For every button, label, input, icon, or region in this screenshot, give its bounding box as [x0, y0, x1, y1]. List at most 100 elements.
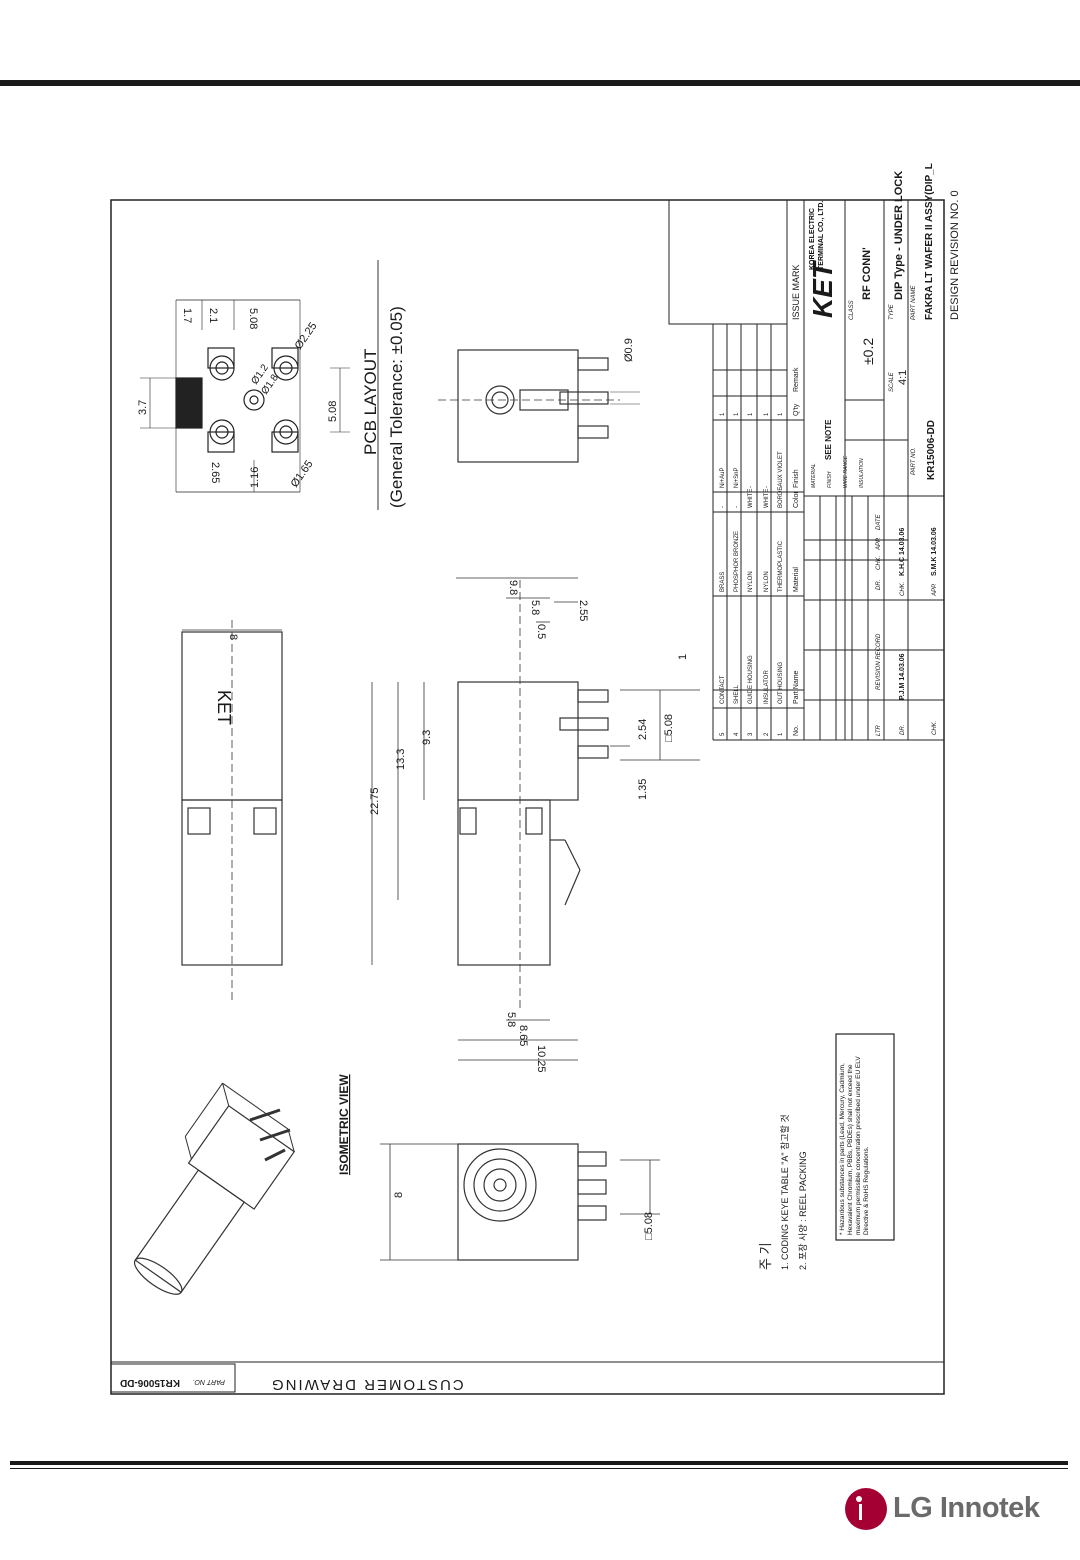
- type-value: DIP Type - UNDER LOCK: [893, 171, 905, 300]
- material-label: MATERIAL: [811, 463, 817, 488]
- issue-mark: ISSUE MARK: [791, 264, 801, 320]
- rohs-note: * Hazardous substances in parts (Lead, M…: [839, 1056, 870, 1235]
- pcb-dim-2-1: 2.1: [207, 308, 219, 323]
- bom-header-0: No.: [793, 725, 800, 736]
- pcb-dim-1-7: 1.7: [181, 308, 193, 323]
- bom-cell-r2-c1: GUIDE HOUSING: [748, 655, 754, 704]
- title-block: [668, 199, 945, 741]
- dim-top-8: 8: [227, 634, 239, 640]
- bom-cell-r2-c0: 3: [748, 732, 754, 736]
- bom-cell-r4-c5: 1: [778, 412, 784, 416]
- wire-range-label: WIRE RANGE: [843, 455, 849, 488]
- finish-value: SEE NOTE: [824, 419, 833, 460]
- part-no-box: [110, 1363, 236, 1393]
- pcb-layout: [140, 299, 350, 493]
- bom-cell-r3-c0: 2: [764, 732, 770, 736]
- scale-label: SCALE: [889, 371, 895, 392]
- bom-cell-r0-c0: 5: [720, 732, 726, 736]
- dim-front-8: 8: [393, 1192, 405, 1198]
- bom-cell-r2-c4: -: [748, 486, 754, 488]
- dim-1-35: 1.35: [637, 779, 649, 800]
- dim-9-3: 9.3: [421, 730, 433, 745]
- pcb-dim-5-08a: 5.08: [247, 308, 259, 329]
- bom-cell-r2-c5: 1: [748, 412, 754, 416]
- bom-cell-r0-c3: -: [720, 506, 726, 508]
- part-no-value: KR15006-DD: [120, 1377, 180, 1388]
- isometric-view: [133, 1082, 296, 1295]
- notes-line1: 1. CODING KEYE TABLE "A" 참고할 것: [780, 1114, 790, 1270]
- rev-dr: DR.: [876, 580, 882, 590]
- pcb-dim-5-08b: 5.08: [327, 401, 339, 422]
- rohs-box: [835, 1033, 895, 1241]
- class-value: RF CONN': [861, 247, 873, 300]
- tolerance: ±0.2: [860, 338, 876, 365]
- dim-2-54: 2.54: [637, 719, 649, 740]
- dim-1: 1: [677, 654, 689, 660]
- insulation-label: INSULATION: [859, 458, 865, 488]
- bom-header-1: Part Name: [793, 670, 800, 704]
- rev-dr-value: P.J.M 14.03.06: [899, 653, 906, 700]
- part-no-label: PART NO.: [193, 1378, 225, 1385]
- dim-0-9: Ø0.9: [623, 338, 635, 362]
- bom-cell-r3-c4: -: [764, 486, 770, 488]
- bom-cell-r4-c1: OUT HOUSING: [778, 661, 784, 704]
- rev-ltr: LTR: [876, 724, 882, 736]
- rev-chk-value: K.H.C 14.03.06: [899, 528, 906, 576]
- footer-rule-thin: [10, 1468, 1068, 1469]
- bom-cell-r4-c2: THERMOPLASTIC: [778, 540, 784, 592]
- drawing-sheet: CUSTOMER DRAWING PART NO. KR15006-DD ISO…: [110, 163, 961, 1395]
- pcb-dim-1-65: Ø1.65: [289, 458, 316, 489]
- rev-record: REVISION RECORD: [876, 633, 882, 690]
- rev-date: DATE: [876, 513, 882, 530]
- dim-13-3: 13.3: [395, 749, 407, 770]
- bom-cell-r3-c2: NYLON: [764, 571, 770, 592]
- company-name: KOREA ELECTRIC TERMINAL CO., LTD.: [809, 200, 825, 270]
- bom-cell-r1-c3: -: [734, 506, 740, 508]
- part-name-label: PART NAME: [911, 285, 917, 320]
- part-no-label2: PART NO.: [911, 447, 917, 475]
- class-label: CLASS: [849, 300, 855, 320]
- finish-label: FINISH: [827, 471, 833, 488]
- bom-cell-r4-c0: 1: [778, 732, 784, 736]
- bom-header-4: Finish: [793, 469, 800, 488]
- rev-app-value: S.M.K 14.03.06: [931, 527, 938, 576]
- bom-cell-r1-c4: Ni+SnP: [734, 467, 740, 488]
- footer-rule: [10, 1461, 1068, 1465]
- header-rule: [0, 80, 1080, 86]
- customer-drawing-title: CUSTOMER DRAWING: [270, 1376, 464, 1393]
- ket-logo-text: KET: [807, 259, 838, 318]
- bom-header-2: Material: [793, 567, 800, 592]
- dim-10-25: 10.25: [535, 1045, 547, 1073]
- dim-5-8b: 5.8: [529, 600, 541, 615]
- bom-cell-r4-c3: BORDEAUX VIOLET: [778, 451, 784, 508]
- bom-cell-r1-c5: 1: [734, 412, 740, 416]
- lg-innotek-logo: LG Innotek: [845, 1488, 1045, 1532]
- bom-cell-r0-c2: BRASS: [720, 572, 726, 592]
- notes-header: 주 기: [758, 1242, 773, 1270]
- pcb-layout-label: PCB LAYOUT: [361, 349, 380, 455]
- dim-9-8: 9.8: [507, 580, 519, 595]
- pcb-dim-3-7: 3.7: [137, 400, 149, 415]
- notes-block: 주 기 1. CODING KEYE TABLE "A" 참고할 것 2. 포장…: [758, 1114, 808, 1270]
- pcb-dim-1-16: 1.16: [249, 467, 261, 488]
- dim-0-5: 0.5: [535, 624, 547, 639]
- part-no-value2: KR15006-DD: [926, 420, 937, 480]
- dim-sq508-b: □5.08: [643, 1212, 655, 1240]
- bom-cell-r1-c0: 4: [734, 732, 740, 736]
- bom-cell-r3-c3: WHITE: [764, 489, 770, 508]
- bom-cell-r3-c1: INSULATOR: [764, 670, 770, 704]
- top-view-marking: KET: [214, 690, 234, 725]
- drawing-frame: [110, 199, 945, 1395]
- rev-chk3: CHK.: [932, 721, 938, 735]
- dim-8-65: 8.65: [517, 1025, 529, 1046]
- pcb-tolerance-note: (General Tolerance: ±0.05): [387, 306, 406, 508]
- dim-22-75: 22.75: [369, 787, 381, 815]
- bom-cell-r1-c2: PHOSPHOR BRONZE: [734, 531, 740, 592]
- rev-chk2: CHK.: [900, 582, 906, 596]
- pcb-dim-2-65: 2.65: [209, 462, 221, 483]
- bom-cell-r3-c5: 1: [764, 412, 770, 416]
- notes-line2: 2. 포장 사양 : REEL PACKING: [798, 1151, 808, 1270]
- bom-cell-r2-c2: NYLON: [748, 571, 754, 592]
- rev-dr2: DR.: [900, 725, 906, 735]
